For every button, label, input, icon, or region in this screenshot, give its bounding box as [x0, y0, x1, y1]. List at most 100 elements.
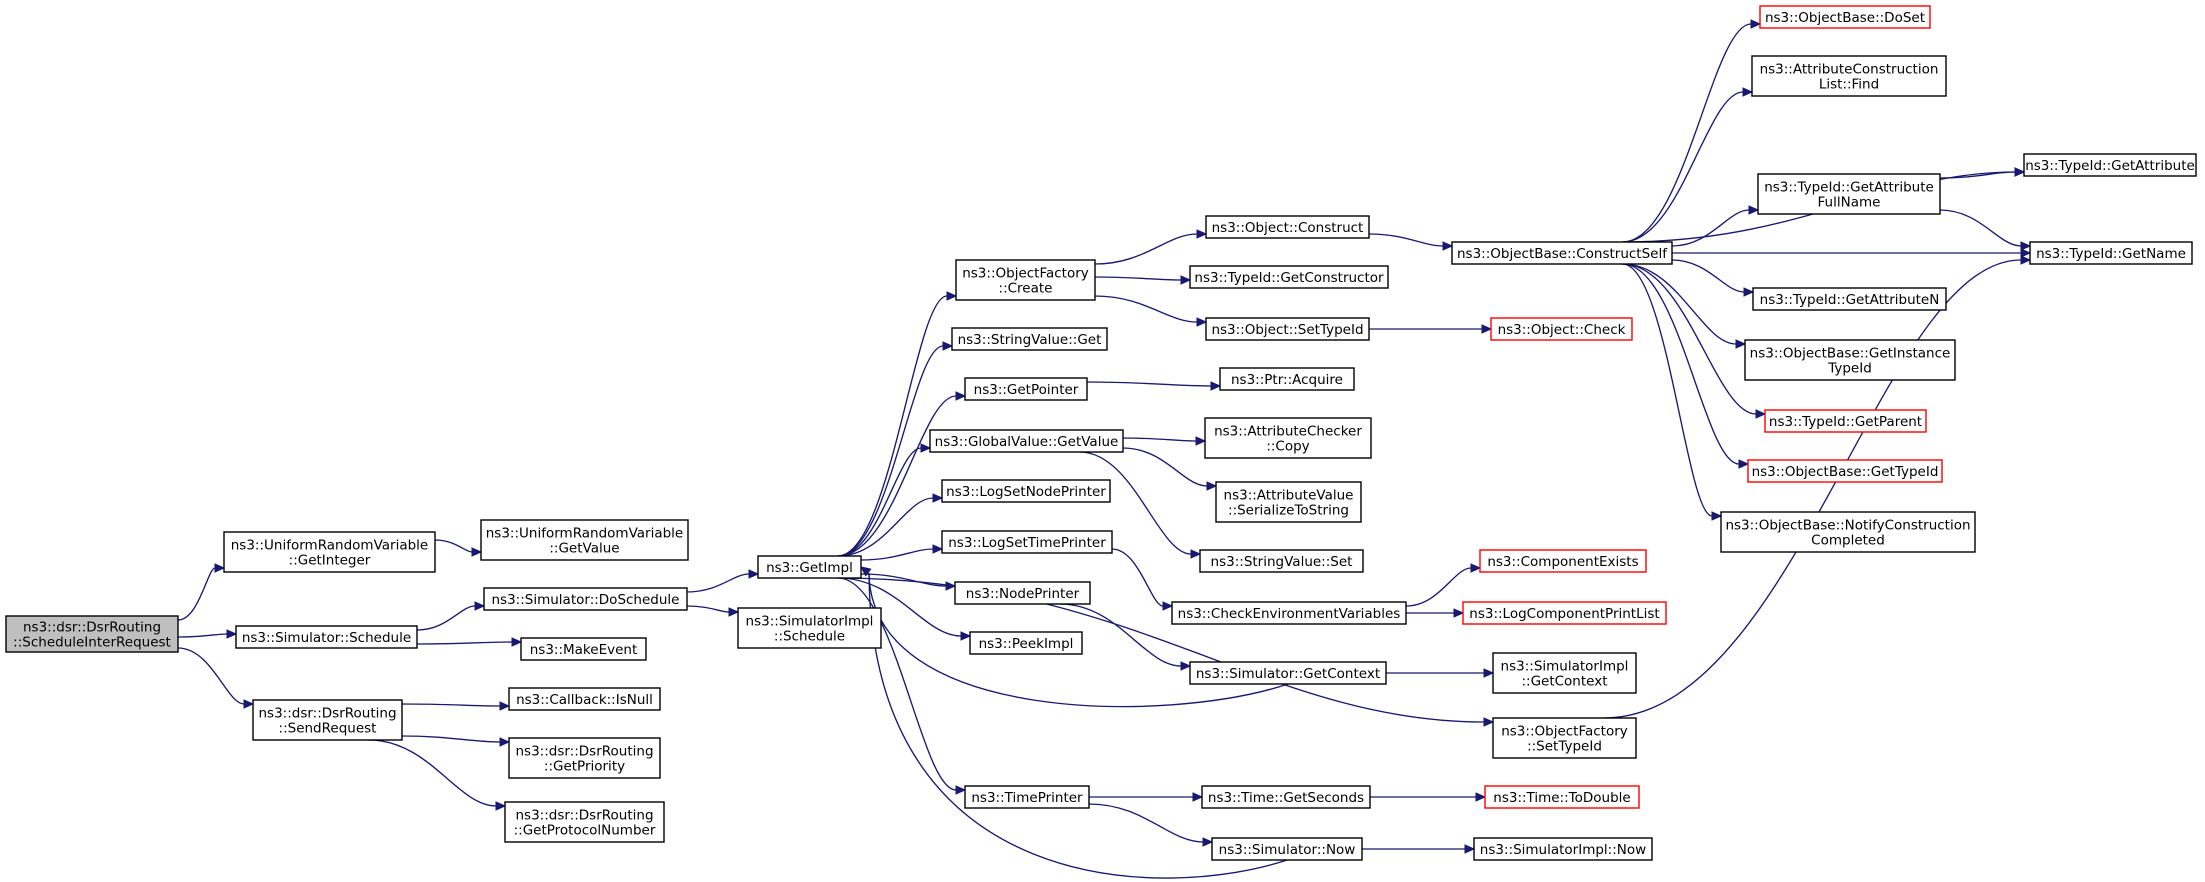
edge-typeid-getattrfullname-to-typeid-getattribute: [1939, 167, 2026, 179]
node-typeid-getname[interactable]: ns3::TypeId::GetName: [2029, 241, 2193, 265]
edge-urv-getint-to-urv-getval: [434, 539, 483, 557]
node-label: ns3::TypeId::GetAttributeN: [1760, 292, 1940, 308]
node-objfactory-settypeid[interactable]: ns3::ObjectFactory::SetTypeId: [1492, 717, 1637, 759]
edge-objfactory-create-to-object-settypeid: [1094, 295, 1208, 327]
node-stringvalue-set[interactable]: ns3::StringValue::Set: [1199, 549, 1364, 573]
node-getimpl[interactable]: ns3::GetImpl: [757, 555, 862, 579]
edge-objbase-constructself-to-typeid-getname: [1672, 248, 2032, 258]
edge-sim-schedule-to-sim-doschedule: [416, 601, 486, 631]
edge-objfactory-create-to-object-construct: [1094, 229, 1208, 265]
edge-checkenv-to-componentexists: [1405, 563, 1482, 607]
node-simimpl-now[interactable]: ns3::SimulatorImpl::Now: [1473, 837, 1653, 861]
node-label: ::Copy: [1266, 439, 1309, 455]
node-logsettimeprinter[interactable]: ns3::LogSetTimePrinter: [941, 530, 1113, 554]
node-timeprinter[interactable]: ns3::TimePrinter: [964, 785, 1090, 809]
edge-root-to-sim-schedule: [177, 629, 238, 639]
node-label: ns3::ObjectBase::GetInstance: [1750, 346, 1951, 362]
node-attrchecker-copy[interactable]: ns3::AttributeChecker::Copy: [1204, 417, 1372, 459]
node-objbase-notify[interactable]: ns3::ObjectBase::NotifyConstructionCompl…: [1720, 511, 1976, 553]
edge-root-to-urv-getint: [177, 563, 226, 621]
node-root[interactable]: ns3::dsr::DsrRouting::ScheduleInterReque…: [5, 615, 179, 653]
node-stringvalue-get[interactable]: ns3::StringValue::Get: [951, 327, 1108, 351]
node-label: ::ScheduleInterRequest: [13, 635, 171, 651]
node-label: ns3::SimulatorImpl: [1501, 659, 1629, 675]
node-urv-getval[interactable]: ns3::UniformRandomVariable::GetValue: [480, 519, 689, 561]
node-label: ns3::NodePrinter: [966, 586, 1080, 602]
node-objbase-doset[interactable]: ns3::ObjectBase::DoSet: [1759, 5, 1931, 29]
node-dsr-getproto[interactable]: ns3::dsr::DsrRouting::GetProtocolNumber: [504, 801, 665, 843]
node-label: ns3::Object::Check: [1498, 322, 1626, 338]
node-label: ns3::TypeId::GetName: [2036, 246, 2186, 262]
node-logsetnodeprinter[interactable]: ns3::LogSetNodePrinter: [941, 479, 1111, 503]
node-globalvalue-getvalue[interactable]: ns3::GlobalValue::GetValue: [929, 429, 1124, 453]
node-label: ::GetContext: [1521, 674, 1607, 690]
node-label: ns3::LogSetNodePrinter: [946, 484, 1106, 500]
edge-getpointer-to-ptr-acquire: [1086, 381, 1222, 391]
node-getpointer[interactable]: ns3::GetPointer: [964, 377, 1088, 401]
node-label: ns3::LogComponentPrintList: [1469, 606, 1659, 622]
node-label: ns3::LogSetTimePrinter: [948, 535, 1106, 551]
node-label: ns3::ComponentExists: [1487, 554, 1638, 570]
node-cb-isnull[interactable]: ns3::Callback::IsNull: [508, 687, 661, 711]
node-typeid-getattrn[interactable]: ns3::TypeId::GetAttributeN: [1752, 287, 1947, 311]
node-label: ns3::dsr::DsrRouting: [515, 744, 653, 760]
node-label: ns3::MakeEvent: [530, 642, 638, 658]
node-label: Completed: [1811, 533, 1885, 549]
node-label: ns3::Callback::IsNull: [516, 692, 653, 708]
node-object-construct[interactable]: ns3::Object::Construct: [1205, 215, 1370, 239]
node-label: ns3::AttributeChecker: [1214, 424, 1362, 440]
node-makeevent[interactable]: ns3::MakeEvent: [520, 637, 647, 661]
node-objfactory-create[interactable]: ns3::ObjectFactory::Create: [955, 259, 1096, 301]
node-nodeprinter[interactable]: ns3::NodePrinter: [954, 581, 1091, 605]
node-typeid-getparent[interactable]: ns3::TypeId::GetParent: [1764, 409, 1927, 433]
node-sim-doschedule[interactable]: ns3::Simulator::DoSchedule: [483, 587, 688, 611]
node-label: ns3::ObjectFactory: [1501, 724, 1628, 740]
node-componentexists[interactable]: ns3::ComponentExists: [1479, 549, 1647, 573]
node-label: ::SerializeToString: [1228, 503, 1349, 519]
node-ptr-acquire[interactable]: ns3::Ptr::Acquire: [1219, 367, 1355, 391]
node-label: ns3::Simulator::GetContext: [1196, 666, 1380, 682]
node-label: ns3::TypeId::GetAttribute: [1764, 180, 1934, 196]
node-typeid-getconstructor[interactable]: ns3::TypeId::GetConstructor: [1189, 265, 1389, 289]
node-dsr-sendreq[interactable]: ns3::dsr::DsrRouting::SendRequest: [252, 699, 403, 741]
node-label: ns3::TypeId::GetAttribute: [2025, 158, 2195, 174]
node-label: ns3::Simulator::DoSchedule: [492, 592, 680, 608]
edge-objfactory-create-to-typeid-getconstructor: [1094, 275, 1192, 285]
node-typeid-getattribute[interactable]: ns3::TypeId::GetAttribute: [2023, 153, 2197, 177]
edge-globalvalue-getvalue-to-stringvalue-set: [1079, 451, 1202, 559]
node-label: ns3::TypeId::GetParent: [1769, 414, 1922, 430]
edge-dsr-sendreq-to-dsr-getproto: [368, 739, 507, 811]
node-label: ns3::PeekImpl: [979, 636, 1074, 652]
node-object-settypeid[interactable]: ns3::Object::SetTypeId: [1205, 317, 1370, 341]
node-label: ns3::dsr::DsrRouting: [258, 706, 396, 722]
node-sim-now[interactable]: ns3::Simulator::Now: [1211, 837, 1363, 861]
node-dsr-getprio[interactable]: ns3::dsr::DsrRouting::GetPriority: [508, 737, 661, 779]
node-time-todouble[interactable]: ns3::Time::ToDouble: [1484, 785, 1640, 809]
node-objbase-gettypeid[interactable]: ns3::ObjectBase::GetTypeId: [1747, 459, 1943, 483]
node-peekimpl[interactable]: ns3::PeekImpl: [969, 631, 1083, 655]
node-logcomponentprintlist[interactable]: ns3::LogComponentPrintList: [1462, 601, 1667, 625]
node-simimpl-schedule[interactable]: ns3::SimulatorImpl::Schedule: [737, 607, 882, 649]
node-sim-getcontext[interactable]: ns3::Simulator::GetContext: [1189, 661, 1387, 685]
node-time-getseconds[interactable]: ns3::Time::GetSeconds: [1201, 785, 1371, 809]
node-object-check[interactable]: ns3::Object::Check: [1490, 317, 1633, 341]
node-label: TypeId: [1827, 361, 1872, 377]
edge-getimpl-to-stringvalue-get: [837, 341, 954, 557]
node-simimpl-getcontext[interactable]: ns3::SimulatorImpl::GetContext: [1492, 652, 1637, 694]
node-checkenv[interactable]: ns3::CheckEnvironmentVariables: [1171, 601, 1407, 625]
edge-sim-now-to-simimpl-now: [1361, 844, 1476, 854]
edge-object-construct-to-objbase-constructself: [1368, 233, 1454, 251]
node-urv-getint[interactable]: ns3::UniformRandomVariable::GetInteger: [223, 531, 436, 573]
node-label: ::GetProtocolNumber: [514, 823, 656, 839]
node-label: ns3::Ptr::Acquire: [1231, 372, 1343, 388]
node-sim-schedule[interactable]: ns3::Simulator::Schedule: [235, 625, 418, 649]
node-label: ns3::Simulator::Now: [1219, 842, 1356, 858]
edge-getimpl-to-globalvalue-getvalue: [837, 443, 932, 557]
node-attrvalue-serialize[interactable]: ns3::AttributeValue::SerializeToString: [1215, 481, 1362, 523]
node-objbase-constructself[interactable]: ns3::ObjectBase::ConstructSelf: [1451, 241, 1673, 265]
node-label: List::Find: [1819, 77, 1879, 93]
node-label: ns3::AttributeValue: [1224, 488, 1354, 504]
